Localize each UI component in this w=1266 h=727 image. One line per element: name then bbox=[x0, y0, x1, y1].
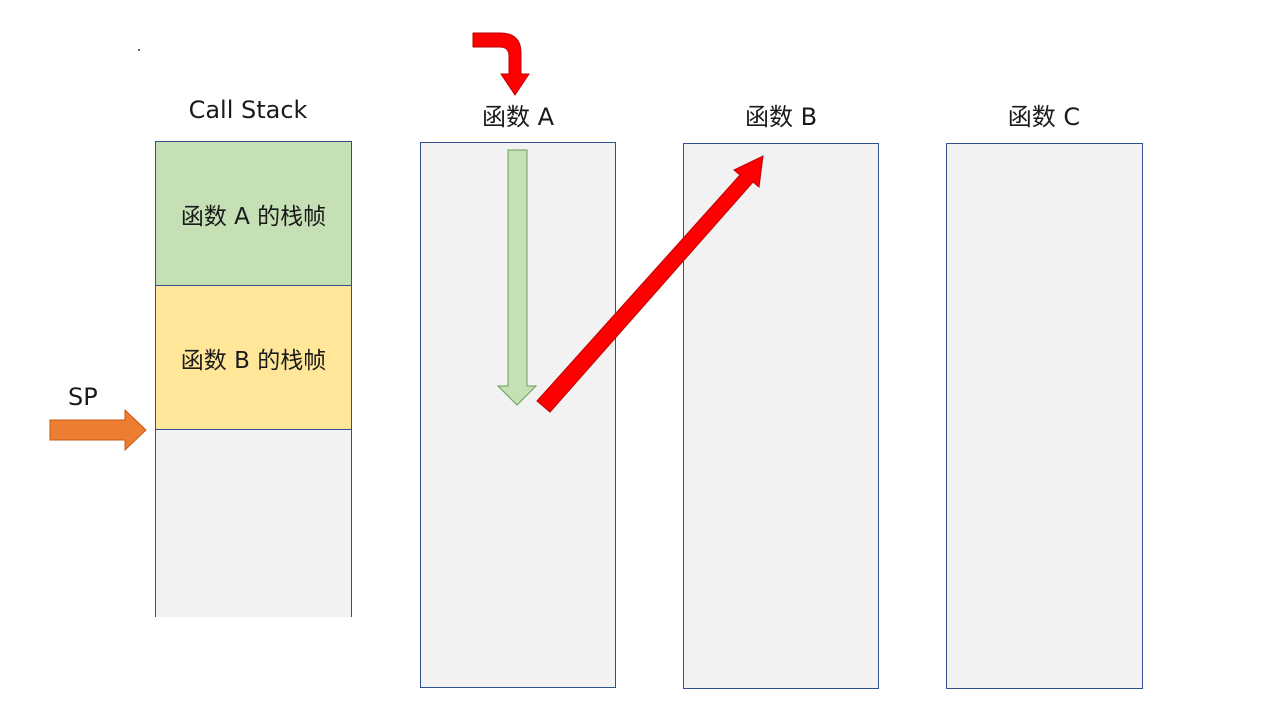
function-b-box bbox=[683, 143, 879, 689]
function-c-title: 函数 C bbox=[1007, 103, 1081, 131]
stack-frame-a-label: 函数 A 的栈帧 bbox=[180, 203, 327, 230]
call-stack: 函数 A 的栈帧 函数 B 的栈帧 bbox=[155, 141, 352, 617]
curved-arrow-down-icon bbox=[472, 32, 530, 96]
stack-frame-b-label: 函数 B 的栈帧 bbox=[180, 347, 327, 374]
stack-free-space bbox=[156, 430, 351, 617]
right-arrow-icon bbox=[49, 408, 147, 452]
function-a-box bbox=[420, 142, 616, 688]
sp-label: SP bbox=[68, 383, 98, 411]
function-c-box bbox=[946, 143, 1143, 689]
call-stack-title: Call Stack bbox=[188, 96, 308, 124]
function-b-title: 函数 B bbox=[744, 103, 818, 131]
stack-frame-b: 函数 B 的栈帧 bbox=[156, 286, 351, 430]
stray-dot bbox=[138, 49, 140, 51]
function-a-title: 函数 A bbox=[481, 103, 555, 131]
stack-frame-a: 函数 A 的栈帧 bbox=[156, 142, 351, 286]
